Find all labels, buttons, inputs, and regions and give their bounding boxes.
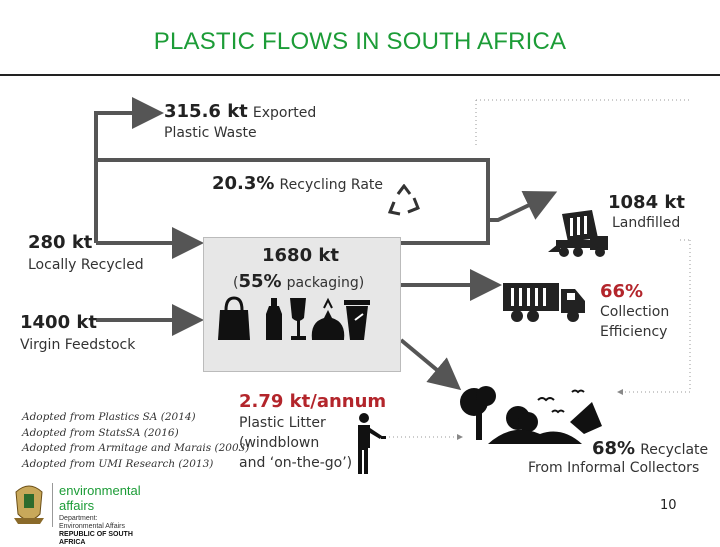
collection-label-1: Collection <box>600 304 670 320</box>
dump-truck-icon <box>548 210 608 257</box>
landfilled-label: Landfilled <box>612 215 681 231</box>
logo-name: environmental affairs <box>59 483 141 513</box>
coffee-cup-icon <box>344 300 370 340</box>
virgin-feedstock-label: Virgin Feedstock <box>20 337 136 353</box>
informal-dotted-line <box>617 240 691 395</box>
landfilled-value: 1084 kt <box>608 192 685 213</box>
collection-label-2: Efficiency <box>600 324 668 340</box>
exported-sublabel: Plastic Waste <box>164 125 257 141</box>
trash-bag-icon <box>311 297 345 340</box>
reference-item: Adopted from UMI Research (2013) <box>22 457 214 470</box>
collection-efficiency-value: 66% <box>600 281 644 302</box>
informal-label-2: From Informal Collectors <box>528 460 700 476</box>
informal-label-1: Recyclate <box>640 442 709 458</box>
reference-item: Adopted from Plastics SA (2014) <box>22 411 196 423</box>
packaging-icons <box>218 296 370 340</box>
recycle-icon <box>387 184 420 216</box>
consumption-value: 1680 kt <box>262 245 339 266</box>
title-divider <box>0 74 720 76</box>
logo-line-2: Environmental Affairs <box>59 523 126 530</box>
locally-recycled-value: 280 kt <box>28 232 93 253</box>
export-flow-line <box>94 97 164 160</box>
logo-line-3: REPUBLIC OF SOUTH AFRICA <box>59 531 133 546</box>
litter-line-1: Plastic Litter <box>239 415 326 431</box>
reference-item: Adopted from Armitage and Marais (2003) <box>22 442 250 454</box>
department-logo: environmental affairs Department: Enviro… <box>52 483 161 546</box>
packaging-share: (55% packaging) <box>233 271 364 292</box>
informal-value: 68% <box>592 438 636 459</box>
recycling-rate-label: Recycling Rate <box>279 177 384 193</box>
logo-line-1: Department: <box>59 515 98 522</box>
litter-line-3: and ‘on-the-go’) <box>239 455 353 471</box>
landfill-arrow <box>486 160 558 222</box>
birds-icon <box>537 389 585 414</box>
tree-icon <box>460 386 538 442</box>
litter-value: 2.79 kt/annum <box>239 391 387 412</box>
exported-value: 315.6 kt <box>164 101 248 122</box>
wine-glass-icon <box>290 298 306 340</box>
slide-title: PLASTIC FLOWS IN SOUTH AFRICA <box>153 28 567 55</box>
plastic-bag-icon <box>218 296 250 340</box>
litter-pile-icon <box>488 402 602 444</box>
reference-item: Adopted from StatsSA (2016) <box>22 426 179 439</box>
informal-recyclate: 68% Recyclate <box>592 438 708 459</box>
exported-text: Exported <box>252 105 317 121</box>
recycling-rate-value: 20.3% <box>212 173 275 194</box>
garbage-truck-icon <box>503 283 585 322</box>
references-list: Adopted from Plastics SA (2014) Adopted … <box>22 410 249 472</box>
packaging-open: ( <box>233 275 239 291</box>
coat-of-arms-icon <box>14 485 44 524</box>
packaging-label: packaging) <box>286 275 365 291</box>
recycling-rate: 20.3% Recycling Rate <box>212 173 383 194</box>
page-number: 10 <box>660 498 677 513</box>
bottle-icon <box>266 298 282 340</box>
exported-label: 315.6 kt Exported <box>164 101 316 122</box>
litter-scene-icon <box>460 386 602 444</box>
litter-line-2: (windblown <box>239 435 320 451</box>
packaging-percent: 55% <box>238 271 282 292</box>
virgin-feedstock-value: 1400 kt <box>20 312 97 333</box>
litter-arrow <box>399 338 462 391</box>
locally-recycled-label: Locally Recycled <box>28 257 144 273</box>
person-littering-icon <box>358 413 386 474</box>
